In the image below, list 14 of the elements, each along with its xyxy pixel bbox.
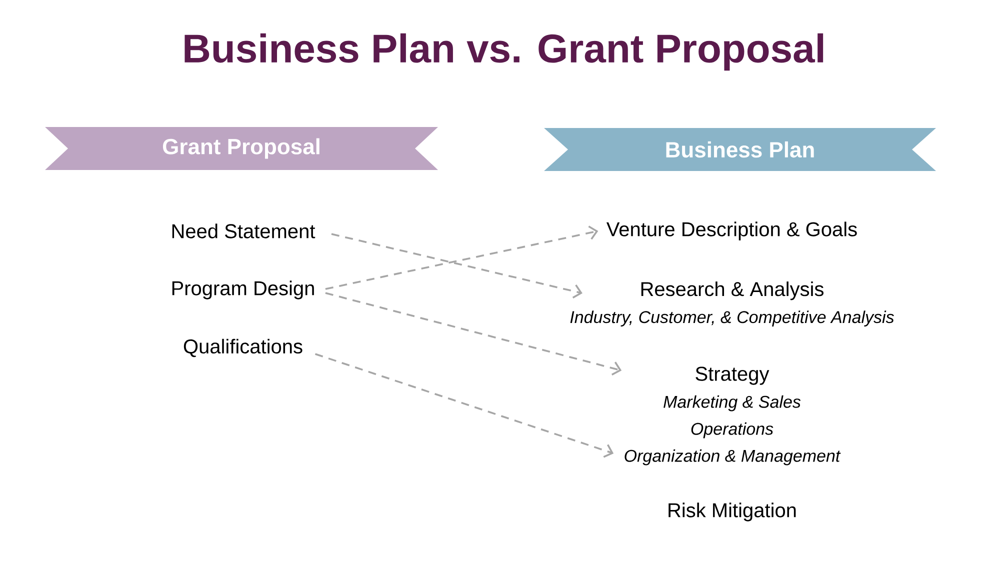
heading-with-items: Research & Analysis Industry, Customer, & Competitive Analysis: [570, 281, 894, 326]
text-label: Risk Mitigation: [668, 502, 796, 522]
ribbon-banner: Grant Proposal: [45, 127, 438, 170]
text-label: Venture Description & Goals: [606, 222, 857, 240]
dashed-arrow: [325, 226, 598, 290]
title: Business Plan vs. Grant Proposal: [184, 33, 824, 71]
ribbon-banner: Business Plan: [544, 128, 936, 171]
text-label: Need Statement: [172, 224, 316, 238]
heading-with-items: Strategy Marketing & Sales Operations Organization & Management: [624, 366, 841, 466]
dashed-arrow: [331, 233, 582, 298]
dashed-arrow: [325, 292, 622, 376]
dashed-arrow: [314, 353, 614, 458]
text-label: Qualifications: [184, 338, 302, 358]
text-label: Program Design: [172, 280, 314, 300]
